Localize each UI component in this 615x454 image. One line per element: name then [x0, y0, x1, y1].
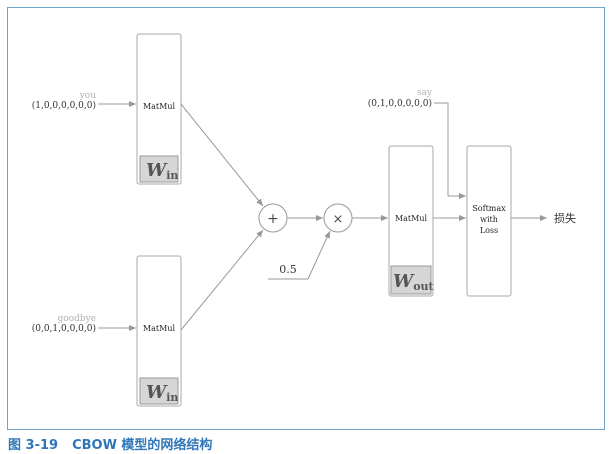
- input-you-word: you: [79, 91, 97, 101]
- w-in-top-badge: Win: [139, 155, 179, 183]
- input-goodbye-vector: (0,0,1,0,0,0,0): [32, 323, 96, 334]
- w-in-bottom-letter: W: [146, 382, 168, 403]
- matmul-top-label: MatMul: [143, 102, 176, 111]
- w-out-badge: Wout: [390, 265, 435, 295]
- matmul-bottom-block: MatMul Win: [136, 255, 182, 407]
- add-node: +: [258, 203, 288, 233]
- add-symbol: +: [267, 211, 279, 227]
- svg-text:Win: Win: [146, 382, 178, 404]
- loss-label: 损失: [554, 211, 576, 225]
- w-in-bottom-sub: in: [166, 391, 178, 404]
- softmax-line1: Softmax: [472, 204, 506, 213]
- softmax-line2: with: [480, 215, 498, 224]
- w-in-bottom-badge: Win: [139, 377, 179, 405]
- input-you-vector: (1,0,0,0,0,0,0): [32, 100, 96, 111]
- softmax-line3: Loss: [480, 226, 498, 235]
- figure-caption: 图 3-19 CBOW 模型的网络结构: [8, 434, 212, 453]
- edge-bottom-matmul-to-add: [180, 229, 264, 331]
- input-goodbye-word: goodbye: [57, 314, 96, 324]
- mul-symbol: ×: [333, 212, 344, 227]
- caption-title: CBOW 模型的网络结构: [72, 438, 213, 453]
- mul-node: ×: [323, 203, 353, 233]
- edge-top-matmul-to-add: [180, 103, 264, 207]
- edge-say-to-softmax: [434, 102, 466, 199]
- edges: [98, 101, 547, 331]
- matmul-top-block: MatMul Win: [136, 33, 182, 185]
- caption-number: 图 3-19: [8, 438, 59, 453]
- w-out-sub: out: [413, 280, 434, 293]
- svg-text:Win: Win: [146, 160, 178, 182]
- matmul-out-label: MatMul: [395, 214, 428, 223]
- matmul-out-block: MatMul Wout: [388, 145, 435, 297]
- w-out-letter: W: [393, 271, 415, 292]
- w-in-top-sub: in: [166, 169, 178, 182]
- input-say-word: say: [417, 88, 433, 98]
- w-in-top-letter: W: [146, 160, 168, 181]
- edge-half-to-mul: [268, 230, 331, 280]
- softmax-block: Softmax with Loss: [466, 145, 512, 297]
- input-say-vector: (0,1,0,0,0,0,0): [368, 98, 432, 109]
- svg-text:Wout: Wout: [393, 271, 435, 293]
- half-constant: 0.5: [279, 263, 297, 276]
- matmul-bottom-label: MatMul: [143, 324, 176, 333]
